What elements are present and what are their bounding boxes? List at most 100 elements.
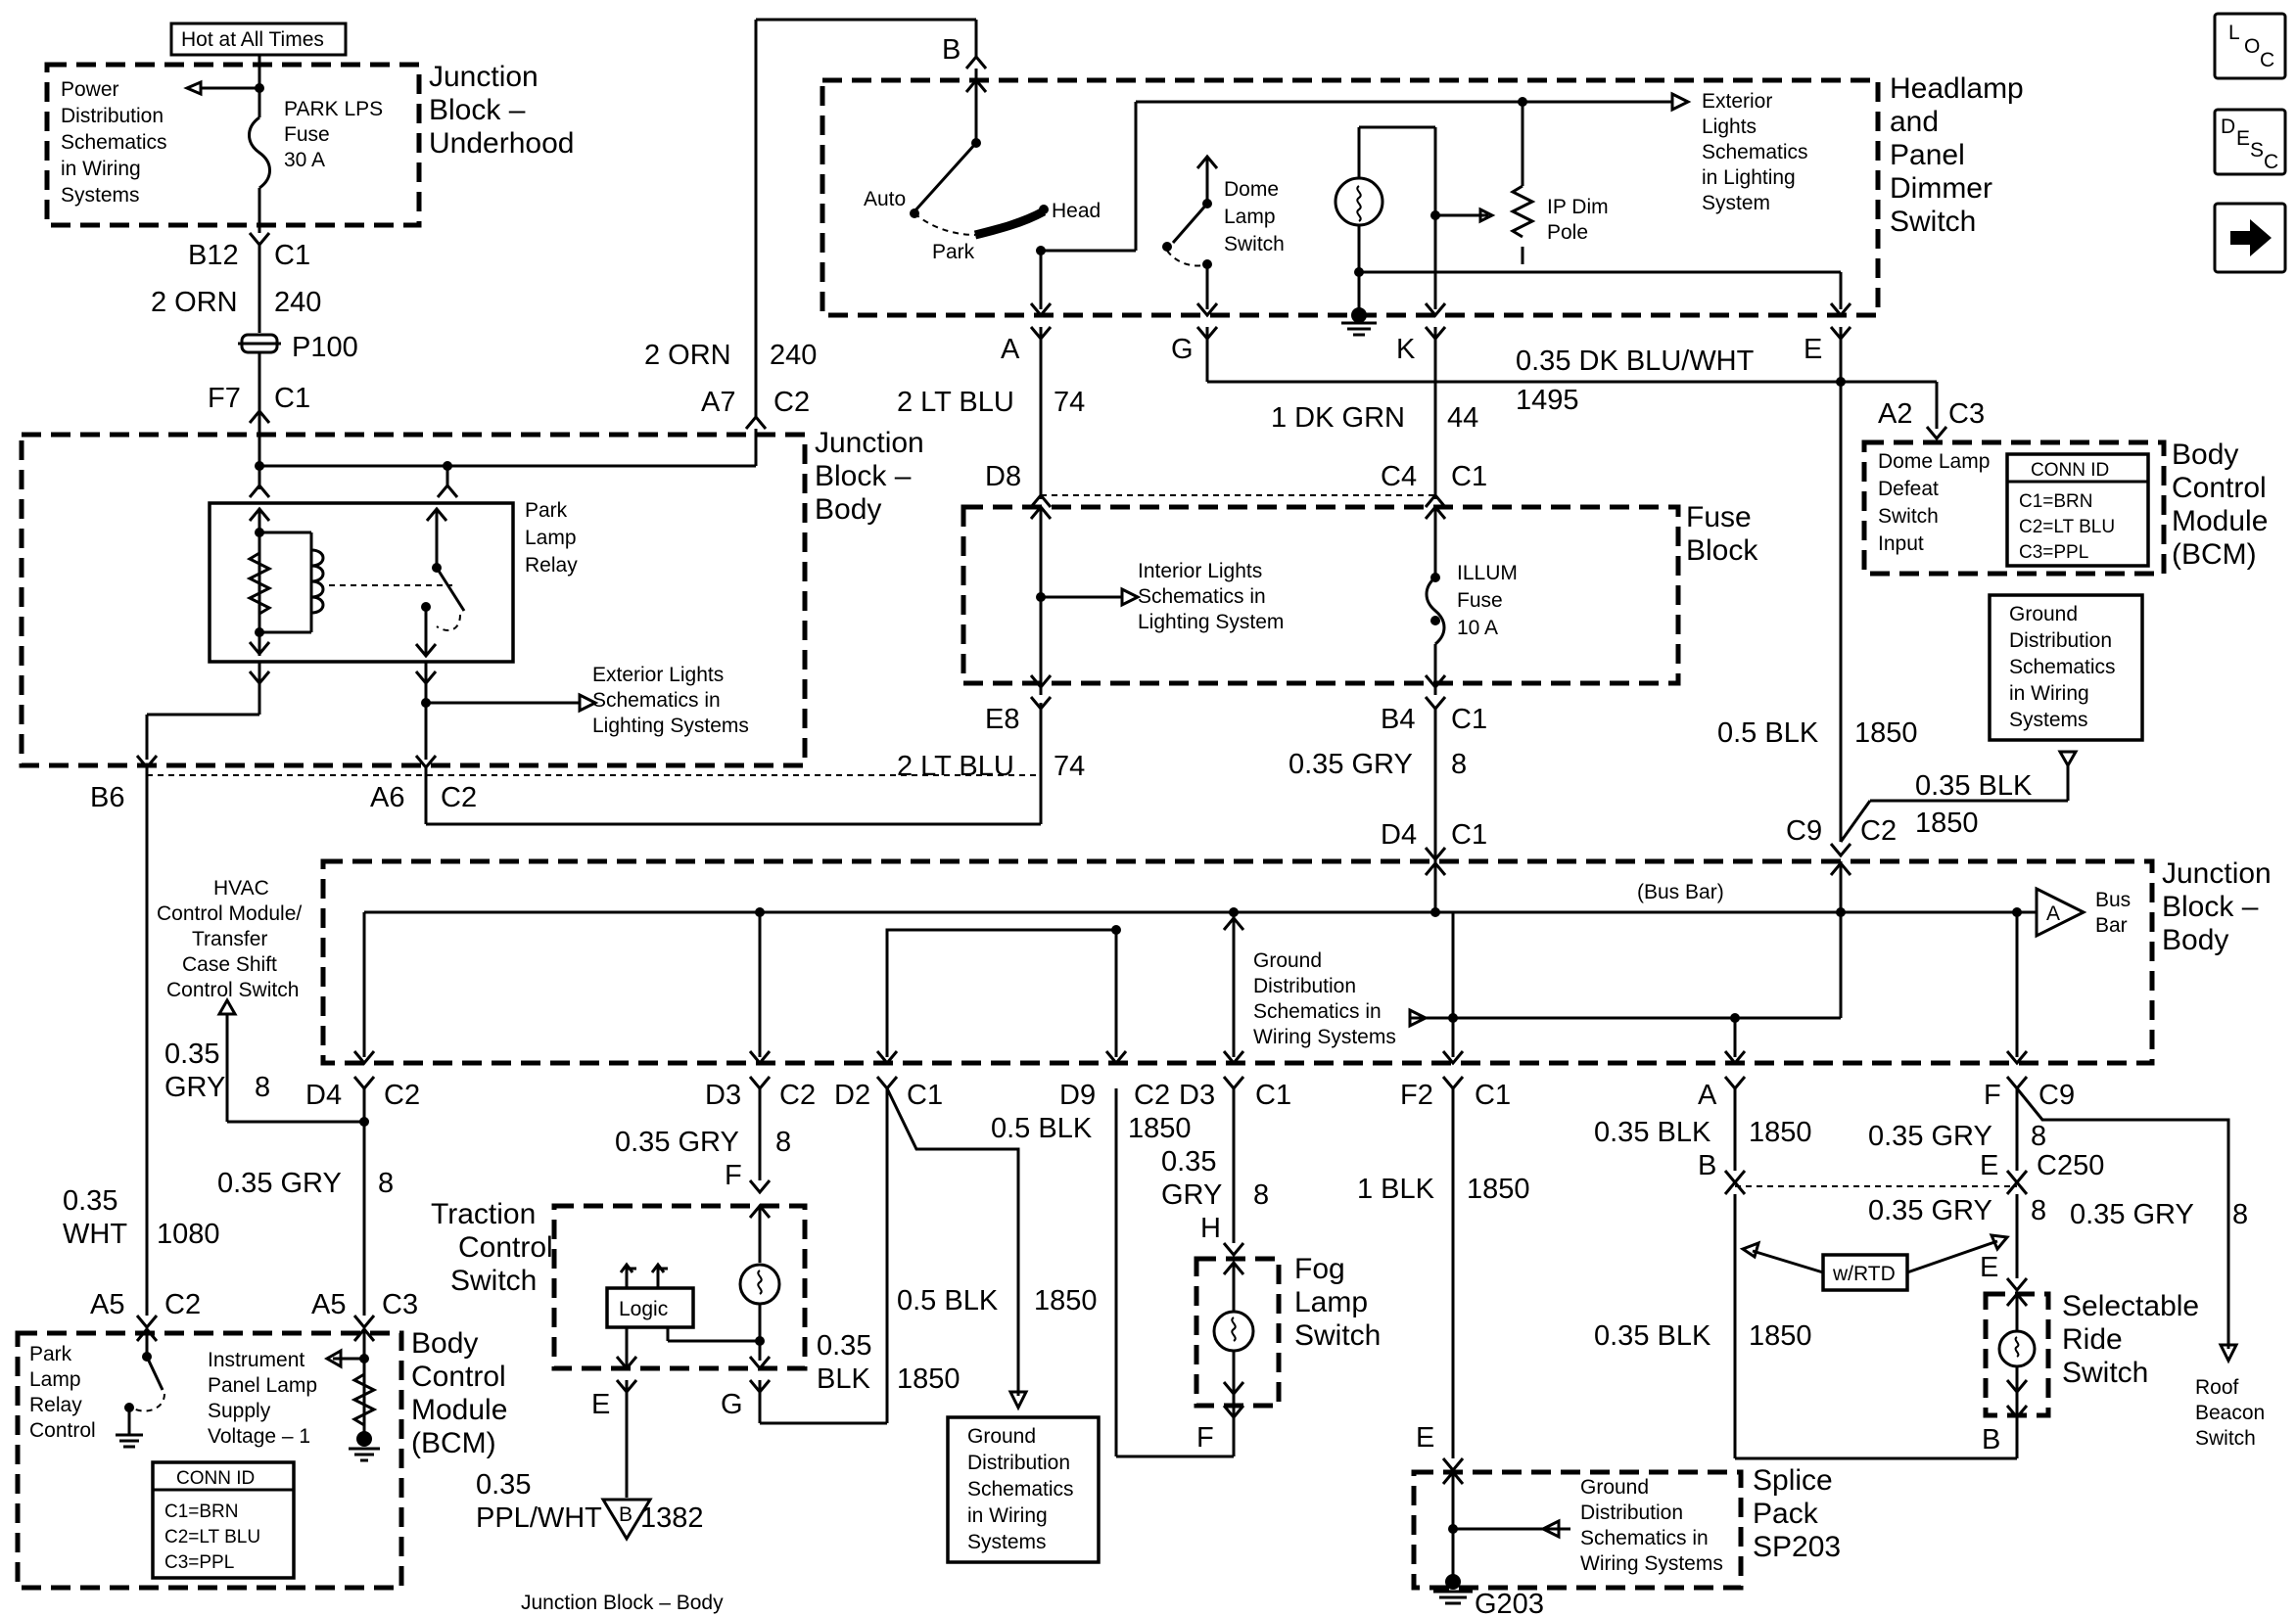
- bus-bar-label: Bar: [2095, 914, 2128, 937]
- connector-c1: C1: [1451, 819, 1487, 851]
- ground-distribution-label: Systems: [967, 1531, 1047, 1553]
- fuse-block-label: Block: [1686, 534, 1758, 567]
- dome-lamp-defeat-label: Dome Lamp: [1878, 450, 1990, 473]
- wire-color: 0.35 GRY: [2070, 1199, 2194, 1230]
- next-button[interactable]: [2213, 202, 2287, 274]
- connector-c1: C1: [1475, 1080, 1511, 1111]
- power-distribution-label: Systems: [61, 184, 140, 207]
- connector-d4: D4: [305, 1080, 342, 1111]
- wire-color: BLK: [817, 1363, 870, 1395]
- dome-lamp-switch-label: Switch: [1224, 233, 1285, 255]
- fuse-block: [961, 504, 1681, 686]
- bcm-label: Module: [2172, 505, 2268, 537]
- interior-lights-label: Lighting System: [1138, 611, 1284, 633]
- connector-g: G: [1171, 334, 1194, 365]
- wire-number: 1850: [1915, 808, 1979, 839]
- wire-color: GRY: [164, 1072, 225, 1103]
- roof-beacon-label: Roof: [2195, 1376, 2239, 1399]
- svg-text:L: L: [2228, 22, 2240, 44]
- wire-color: 0.35: [476, 1469, 531, 1501]
- splice-pack-label: Splice: [1753, 1464, 1833, 1497]
- interior-lights-label: Schematics in: [1138, 585, 1266, 608]
- svg-text:C: C: [2264, 151, 2278, 173]
- wire-color: 0.5 BLK: [1717, 717, 1819, 749]
- wire-color: 0.35 BLK: [1594, 1117, 1711, 1148]
- ground-distribution-bottom: [946, 1415, 1101, 1564]
- w-rtd-label: w/RTD: [1832, 1263, 1896, 1285]
- exterior-lights-top-label: System: [1702, 192, 1770, 214]
- ground-distribution-label: Schematics in: [1580, 1527, 1709, 1549]
- connector-a: A: [1001, 334, 1020, 365]
- junction-underhood-label: Block –: [429, 94, 526, 126]
- wire-color: 2 LT BLU: [897, 387, 1014, 418]
- ground-distribution-label: Wiring Systems: [1253, 1026, 1396, 1048]
- connector-c2: C2: [384, 1080, 420, 1111]
- junction-body-label: Block –: [2162, 891, 2259, 923]
- loc-button[interactable]: L O C: [2213, 12, 2287, 80]
- bcm-right-box: [1861, 439, 2167, 577]
- desc-button[interactable]: D E S C: [2213, 108, 2287, 176]
- ground-distribution-label: Distribution: [1580, 1502, 1683, 1524]
- connector-c3: C3: [382, 1289, 418, 1320]
- wire-color: 0.35: [1161, 1146, 1216, 1178]
- bcm-label: Body: [411, 1327, 478, 1360]
- roof-beacon-label: Switch: [2195, 1427, 2256, 1450]
- wire-color: 2 LT BLU: [897, 751, 1014, 782]
- conn-id-title: CONN ID: [2031, 460, 2109, 481]
- bcm-label: (BCM): [411, 1427, 496, 1459]
- ground-distribution-label: Schematics: [967, 1478, 1074, 1501]
- connector-a7: A7: [701, 387, 735, 418]
- instrument-panel-label: Supply: [208, 1400, 271, 1422]
- headlamp-switch-label: Dimmer: [1890, 172, 1992, 205]
- illum-fuse-label: ILLUM: [1457, 562, 1518, 584]
- conn-id-c2: C2=LT BLU: [2019, 517, 2115, 537]
- connector-c1: C1: [274, 240, 310, 271]
- wire-color: 0.35 DK BLU/WHT: [1516, 346, 1755, 377]
- connector-c2: C2: [779, 1080, 816, 1111]
- park-lps-fuse-label: PARK LPS: [284, 98, 383, 120]
- headlamp-switch-label: Switch: [1890, 206, 1976, 238]
- ground-distribution-label: Distribution: [1253, 975, 1356, 997]
- connector-a6: A6: [370, 782, 404, 813]
- wire-number: 1850: [1034, 1285, 1098, 1317]
- ground-distribution-label: Ground: [1253, 949, 1322, 972]
- exterior-lights-top-label: in Lighting: [1702, 166, 1796, 189]
- connector-f2: F2: [1400, 1080, 1433, 1111]
- wire-number: 8: [2232, 1199, 2248, 1230]
- conn-id-c1: C1=BRN: [2019, 491, 2093, 512]
- wire-color: 1 BLK: [1357, 1174, 1435, 1205]
- wire-color: 0.35 BLK: [1915, 770, 2033, 802]
- bcm-label: Control: [411, 1361, 506, 1393]
- headlamp-switch-label: Panel: [1890, 139, 1965, 171]
- hvac-label: Control Module/: [157, 902, 302, 925]
- bcm-label: (BCM): [2172, 538, 2257, 571]
- wire-number: 1080: [157, 1219, 220, 1250]
- dome-lamp-defeat-label: Input: [1878, 532, 1924, 555]
- relay-label: Lamp: [525, 527, 577, 549]
- connector-a2: A2: [1878, 398, 1912, 430]
- park-label: Park: [932, 241, 975, 263]
- auto-label: Auto: [864, 188, 906, 210]
- junction-underhood-label: Underhood: [429, 127, 574, 160]
- svg-text:E: E: [2236, 127, 2250, 150]
- hvac-label: Case Shift: [182, 953, 277, 976]
- dome-lamp-switch-label: Lamp: [1224, 206, 1276, 228]
- headlamp-switch-label: and: [1890, 106, 1939, 138]
- exterior-lights-label: Lighting Systems: [592, 715, 749, 737]
- power-distribution-label: in Wiring: [61, 158, 141, 180]
- junction-body-label: Junction: [815, 427, 924, 459]
- wire-number: 8: [255, 1072, 270, 1103]
- wire-number: 8: [775, 1127, 791, 1158]
- junction-underhood-label: Junction: [429, 61, 539, 93]
- head-label: Head: [1052, 200, 1101, 222]
- wire-color: 0.35 GRY: [1289, 749, 1413, 780]
- relay-label: Park: [525, 499, 568, 522]
- relay-control-label: Control: [29, 1419, 96, 1442]
- wire-color: GRY: [1161, 1179, 1222, 1211]
- wire-color: 0.35 GRY: [1868, 1195, 1992, 1226]
- hvac-label: Control Switch: [166, 979, 299, 1001]
- offpage-a-label: A: [2046, 902, 2060, 925]
- connector-d9: D9: [1059, 1080, 1096, 1111]
- wire-color: 0.5 BLK: [897, 1285, 999, 1317]
- junction-body-label: Body: [2162, 924, 2228, 956]
